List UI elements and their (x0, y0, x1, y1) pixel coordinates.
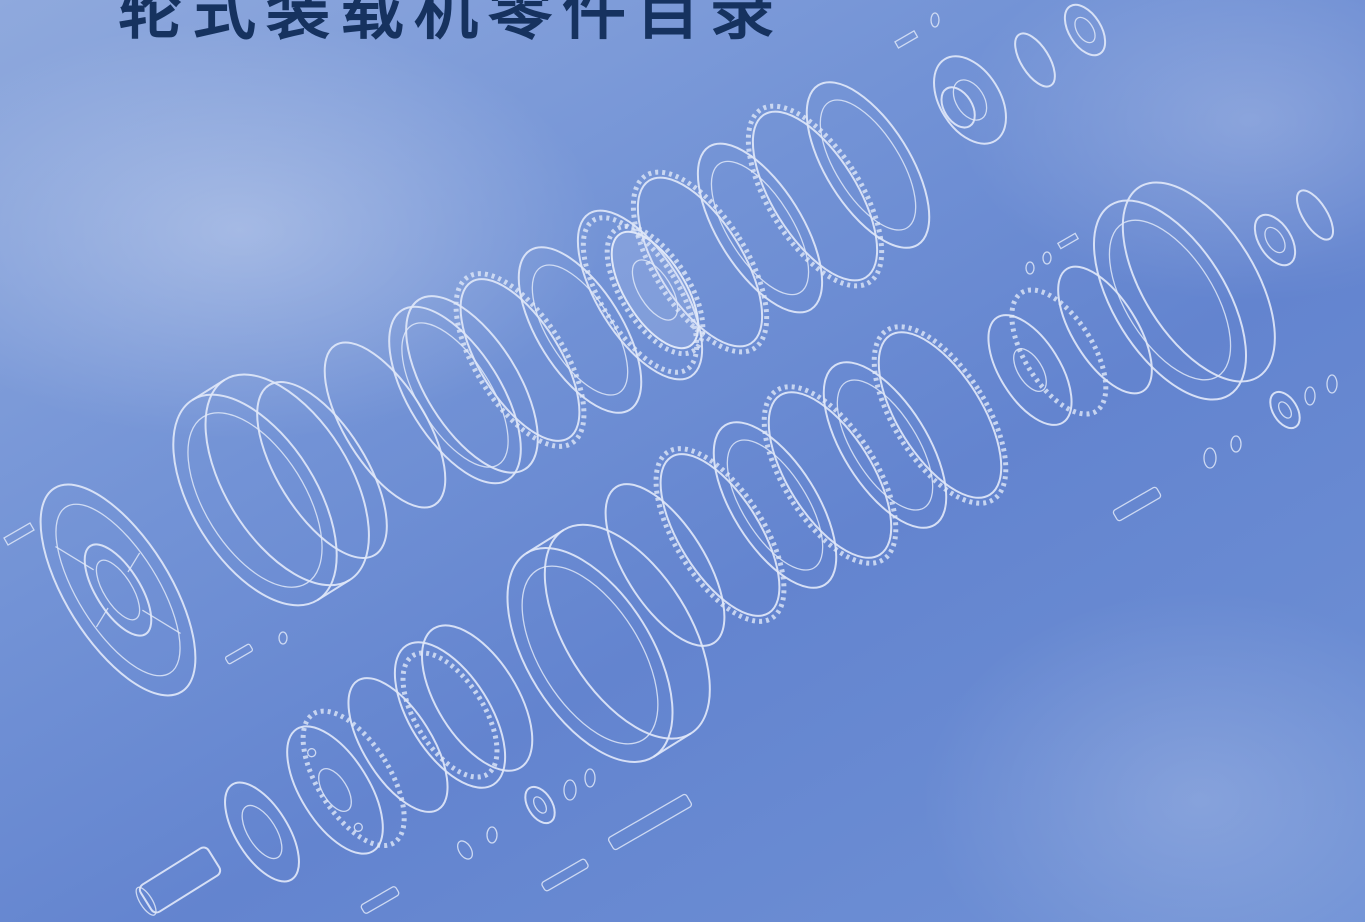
bolt (3, 522, 35, 546)
lower-clutch-assembly (135, 181, 1338, 916)
carrier (286, 708, 407, 855)
small-hardware (224, 232, 1338, 914)
piston (388, 295, 539, 485)
lower-friction-plates (604, 324, 1009, 647)
lower-housing (506, 523, 711, 763)
gear-hub (604, 223, 706, 357)
lower-piston (1092, 181, 1276, 401)
lower-bearing (1253, 213, 1297, 267)
ring-gear (393, 624, 534, 789)
shaft (135, 846, 222, 916)
catalog-title: 轮式装载机零件目录 (118, 0, 784, 49)
flange-plate (39, 483, 197, 697)
friction-plates (453, 81, 931, 449)
clutch-housing (172, 373, 370, 607)
upper-clutch-assembly (3, 3, 1107, 697)
lower-gear-hub (987, 287, 1109, 426)
bearing (1063, 3, 1107, 57)
end-plate (933, 55, 1007, 145)
spline-coupling (224, 781, 300, 883)
